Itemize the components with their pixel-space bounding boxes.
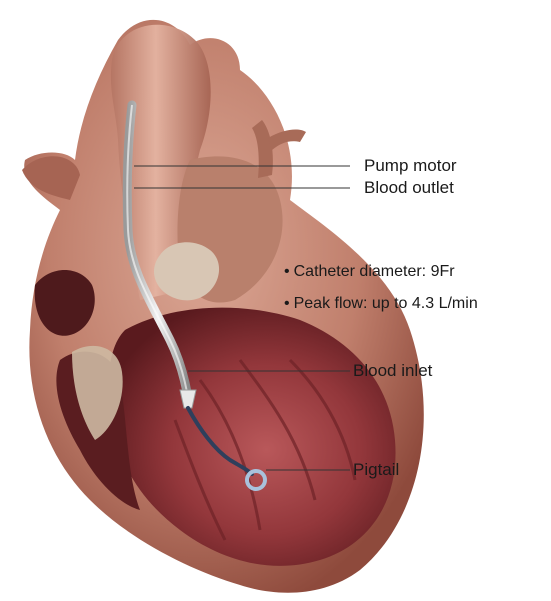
label-blood-outlet: Blood outlet [364,178,454,198]
spec-catheter-diameter: •Catheter diameter: 9Fr [284,262,455,282]
label-blood-inlet: Blood inlet [353,361,432,381]
spec-catheter-diameter-text: Catheter diameter: 9Fr [294,263,455,280]
spec-peak-flow-text: Peak flow: up to 4.3 L/min [294,295,478,312]
label-pigtail: Pigtail [353,460,399,480]
superior-vessel [22,156,80,200]
spec-peak-flow: •Peak flow: up to 4.3 L/min [284,294,478,314]
bullet-icon: • [284,294,290,314]
label-pump-motor: Pump motor [364,156,457,176]
bullet-icon: • [284,262,290,282]
